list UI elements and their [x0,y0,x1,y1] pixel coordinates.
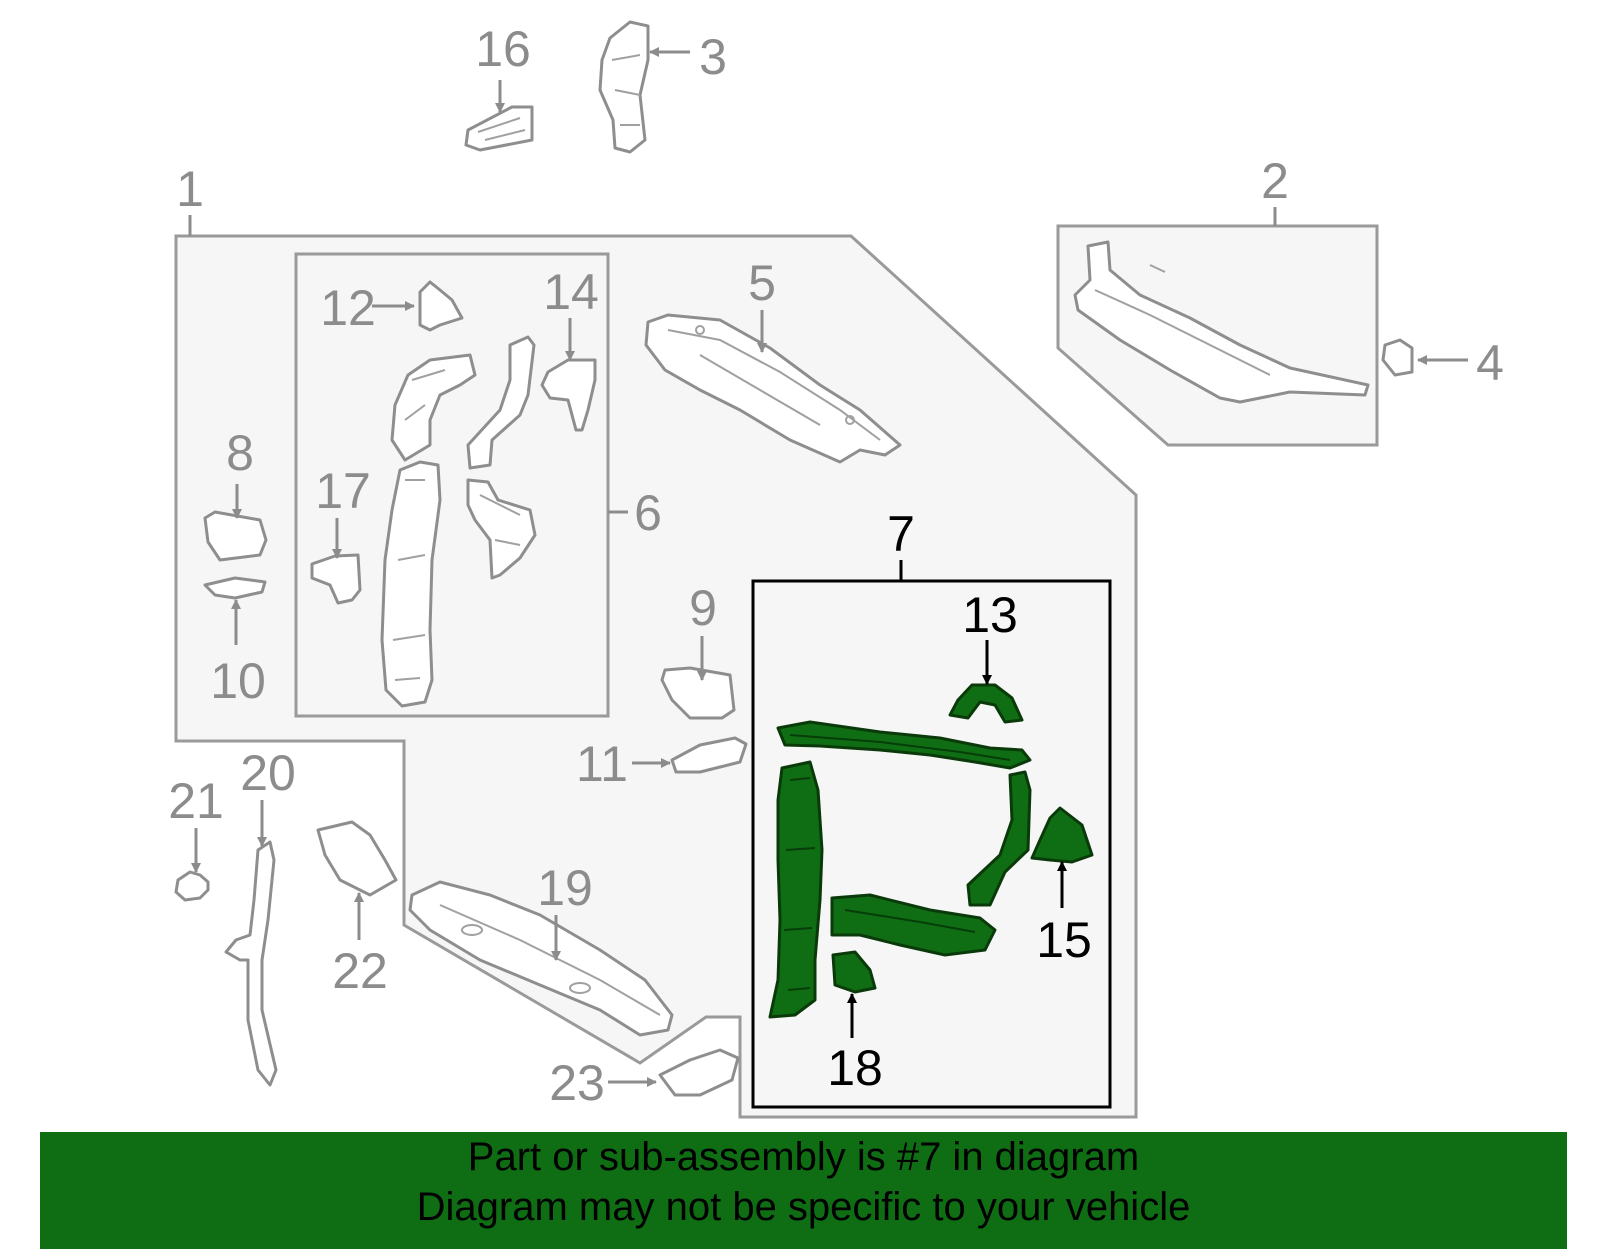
part-23-bracket [658,1048,740,1097]
callout-14: 14 [543,264,599,320]
callout-23: 23 [549,1055,605,1111]
part-12-bracket [418,280,464,332]
assembly-6-box [294,252,610,718]
part-18-bracket [831,950,877,994]
part-13-bracket [948,683,1024,724]
callout-6: 6 [634,485,662,541]
part-5-upper-support [644,313,902,464]
part-7-radiator-support-subassembly [768,720,1032,1019]
part-22-bracket [316,820,398,897]
part-6-side-members [380,335,537,708]
callout-9: 9 [689,580,717,636]
part-16-bracket [464,105,534,152]
part-14-bracket [540,358,597,432]
callout-16: 16 [475,21,531,77]
part-2-upper-bar [1073,240,1370,404]
part-8-bracket [203,510,268,562]
info-banner: Part or sub-assembly is #7 in diagram Di… [40,1132,1567,1249]
part-4-clip [1381,338,1414,377]
callout-3: 3 [699,29,727,85]
callout-18: 18 [827,1040,883,1096]
callout-5: 5 [748,255,776,311]
callout-8: 8 [226,425,254,481]
part-15-bracket [1030,806,1094,864]
callout-12: 12 [320,280,376,336]
callout-17: 17 [315,463,371,519]
callout-22: 22 [332,943,388,999]
callout-11: 11 [576,736,628,792]
callout-20: 20 [240,745,296,801]
part-10-bracket [203,576,267,600]
callout-19: 19 [537,860,593,916]
callout-21: 21 [168,773,224,829]
callout-13: 13 [962,587,1018,643]
part-17-bracket [310,553,362,605]
banner-line-disclaimer: Diagram may not be specific to your vehi… [416,1185,1191,1229]
callout-15: 15 [1036,912,1092,968]
callout-10: 10 [210,653,266,709]
part-11-bracket [670,736,748,774]
callout-2: 2 [1261,153,1289,209]
part-20-seal [224,840,278,1087]
banner-line-part-info: Part or sub-assembly is #7 in diagram [467,1135,1140,1179]
callout-1: 1 [176,161,204,217]
part-3-bracket [598,20,650,154]
callout-7: 7 [887,506,915,562]
callout-4: 4 [1476,335,1504,391]
part-21-bumper [174,870,210,902]
